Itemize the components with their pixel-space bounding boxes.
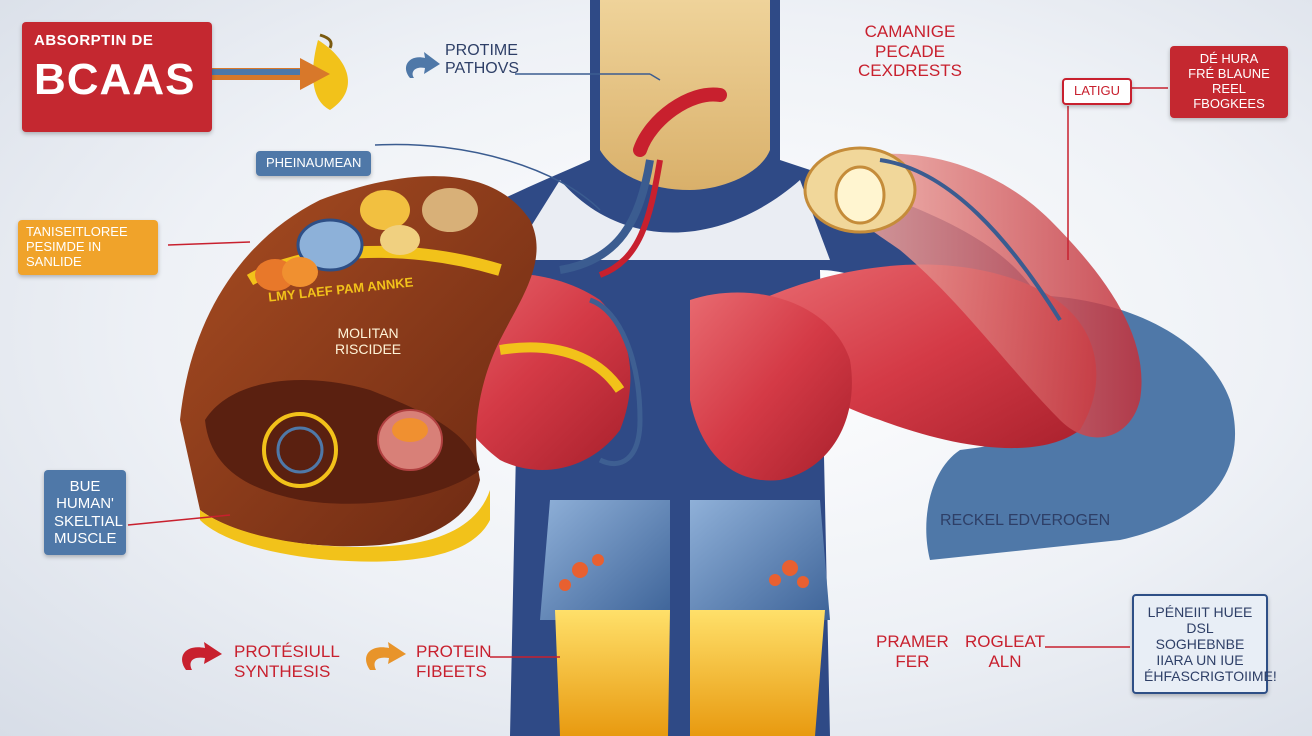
protein-arrow-icon: [366, 642, 406, 670]
liver-organ: [180, 176, 537, 562]
banana-icon: [313, 33, 348, 110]
leader-lines: [127, 73, 1168, 658]
label-protime: PROTIME PATHOVS: [445, 42, 520, 78]
title-line-1: ABSORPTIN DE: [34, 32, 154, 49]
label-de-hura: DÉ HURA FRÉ BLAUNE REEL FBOGKEES: [1170, 46, 1288, 118]
title-line-2: BCAAs: [34, 55, 196, 105]
title-panel: ABSORPTIN DE BCAAs: [22, 22, 212, 132]
label-lpenet: LPÉNEIIT HUEE DSL SOGHEBNBE IIARA UN IUE…: [1132, 594, 1277, 695]
label-rocleat: ROGLEAT ALN: [965, 632, 1045, 671]
label-phenaman: PHEINAUMEAN: [256, 151, 372, 176]
label-blue-human-skeletal: BUE HUMAN' SKELTIAL MUSCLE: [44, 470, 126, 555]
label-moltan: MOLITAN RISCIDEE: [335, 325, 402, 358]
label-campaign: CAMANIGE PECADE CEXDRESTS: [858, 22, 962, 81]
label-protesull: PROTÉSIULL SYNTHESIS: [234, 642, 340, 681]
protime-arrow-icon: [405, 52, 440, 78]
abdomen: [540, 500, 830, 736]
neck-vessels: [559, 87, 727, 278]
protesull-arrow-icon: [182, 642, 222, 670]
label-reckel: RECKEL EDVEROGEN: [940, 512, 1111, 529]
label-transit: TANISEITLOREE PESIMDE IN SANLIDE: [18, 220, 158, 275]
label-protein: PROTEIN FIBEETS: [416, 642, 492, 681]
label-pramer: PRAMER FER: [876, 632, 949, 671]
label-latigu: LATIGU: [1062, 78, 1132, 105]
